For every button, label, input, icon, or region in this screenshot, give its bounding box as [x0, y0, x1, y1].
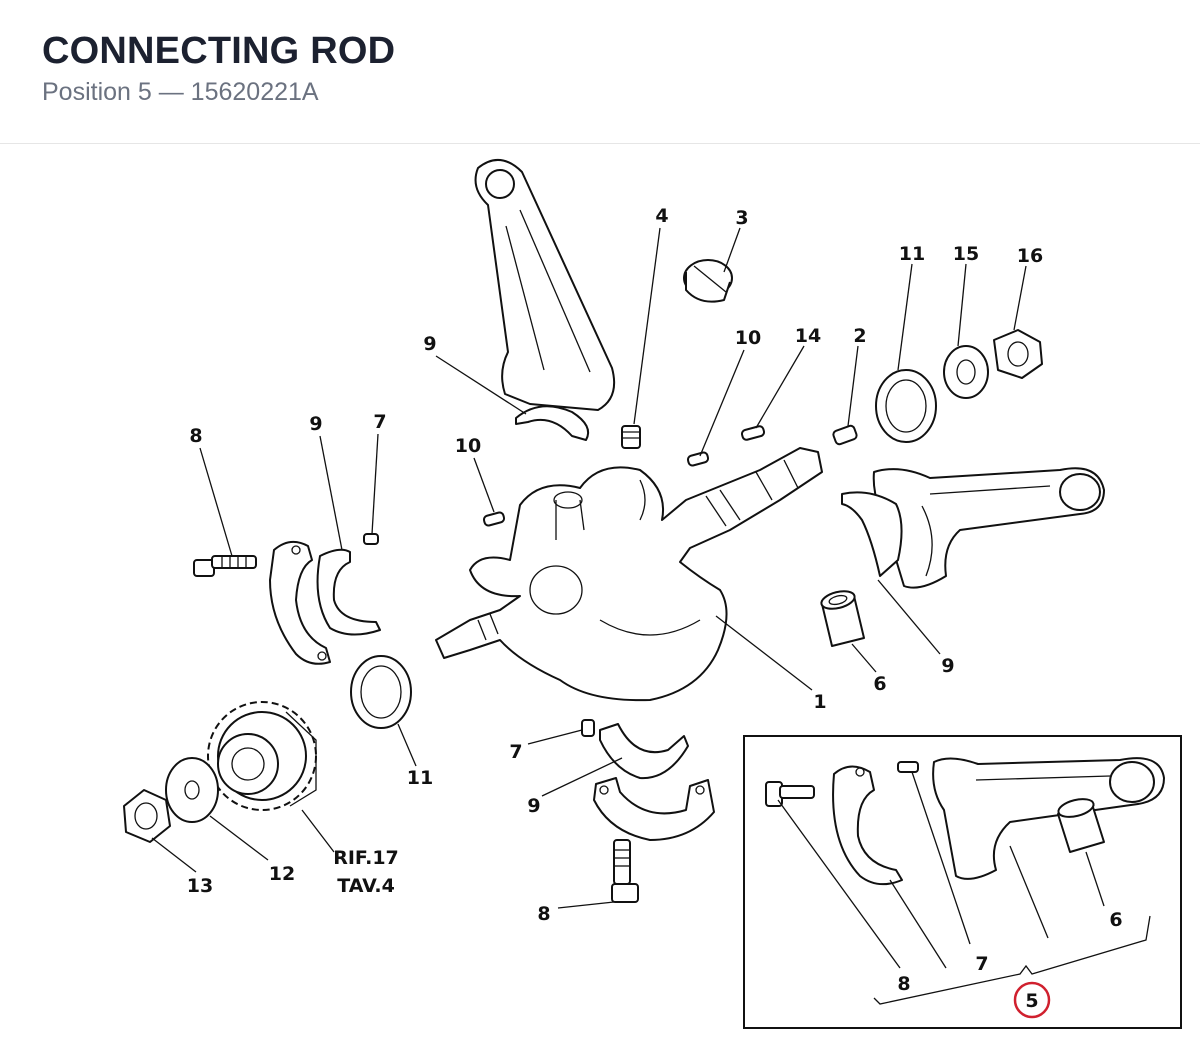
- label-2: 2: [853, 325, 866, 347]
- washer-part-15[interactable]: [943, 345, 989, 399]
- label-10-top: 10: [735, 327, 761, 349]
- page-subtitle: Position 5 — 15620221A: [42, 78, 319, 106]
- label-9-top: 9: [423, 333, 436, 355]
- label-5: 5: [1025, 990, 1038, 1012]
- label-rif17: RIF.17: [333, 847, 399, 869]
- label-6: 6: [873, 673, 886, 695]
- bearing-shell-part-9-left[interactable]: [316, 548, 381, 636]
- label-16: 16: [1017, 245, 1043, 267]
- crankshaft-part-1[interactable]: [435, 447, 823, 702]
- header: CONNECTING ROD Position 5 — 15620221A: [0, 0, 1200, 144]
- connecting-rod-top[interactable]: [474, 159, 616, 441]
- dowel-pin-part-7-bottom[interactable]: [581, 719, 595, 737]
- connecting-rod-right[interactable]: [841, 467, 1105, 589]
- label-1: 1: [813, 691, 826, 713]
- key-part-14[interactable]: [740, 425, 766, 441]
- label-15: 15: [953, 243, 979, 265]
- dowel-pin-part-7-left[interactable]: [363, 533, 379, 545]
- label-9-left: 9: [309, 413, 322, 435]
- key-part-10-top[interactable]: [686, 451, 710, 467]
- leader-lines: [151, 227, 1151, 1005]
- label-9-bottom: 9: [527, 795, 540, 817]
- inset-bushing-part-6[interactable]: [1057, 796, 1105, 853]
- label-8-inset: 8: [897, 973, 910, 995]
- nut-part-16[interactable]: [993, 329, 1043, 379]
- bearing-cap-bottom[interactable]: [593, 777, 715, 841]
- label-6-inset: 6: [1109, 909, 1122, 931]
- label-14: 14: [795, 325, 821, 347]
- dowel-part-4[interactable]: [621, 425, 641, 449]
- bearing-cap-left[interactable]: [269, 540, 331, 665]
- label-8-bottom: 8: [537, 903, 550, 925]
- exploded-parts-diagram: 4 3 11 15 16 9 10 14 2 8 9 7 10 9 6 1 11…: [0, 144, 1200, 1057]
- label-8-left: 8: [189, 425, 202, 447]
- key-part-10-left[interactable]: [482, 511, 506, 527]
- dowel-part-2[interactable]: [832, 424, 858, 446]
- bolt-part-8-left[interactable]: [193, 555, 257, 577]
- inset-box-part-5: [743, 735, 1182, 1029]
- nut-part-13[interactable]: [123, 789, 171, 843]
- inset-bolt-part-8[interactable]: [765, 781, 815, 807]
- label-3: 3: [735, 207, 748, 229]
- seal-part-11-top[interactable]: [875, 369, 937, 443]
- inset-bearing-cap[interactable]: [832, 765, 903, 886]
- bolt-part-8-bottom[interactable]: [611, 839, 639, 903]
- label-11-top: 11: [899, 243, 925, 265]
- label-tav4: TAV.4: [337, 875, 395, 897]
- label-4: 4: [655, 205, 668, 227]
- bushing-part-6[interactable]: [820, 588, 865, 647]
- label-7-inset: 7: [975, 953, 988, 975]
- page-title: CONNECTING ROD: [42, 30, 396, 72]
- gear-rif17[interactable]: [207, 701, 317, 811]
- diagram-canvas: 4 3 11 15 16 9 10 14 2 8 9 7 10 9 6 1 11…: [123, 159, 1182, 1029]
- bushing-part-3[interactable]: [683, 259, 733, 303]
- label-12: 12: [269, 863, 295, 885]
- inset-connecting-rod[interactable]: [932, 757, 1165, 880]
- bearing-shell-part-9-bottom[interactable]: [599, 723, 689, 780]
- label-13: 13: [187, 875, 213, 897]
- label-10-left: 10: [455, 435, 481, 457]
- label-7-left: 7: [373, 411, 386, 433]
- inset-dowel-pin-part-7[interactable]: [897, 761, 919, 773]
- label-7-bottom: 7: [509, 741, 522, 763]
- label-9-right: 9: [941, 655, 954, 677]
- washer-part-12[interactable]: [165, 757, 219, 823]
- seal-part-11-lower[interactable]: [350, 655, 412, 729]
- label-11-lower: 11: [407, 767, 433, 789]
- position-5-highlight[interactable]: 5: [1013, 981, 1051, 1019]
